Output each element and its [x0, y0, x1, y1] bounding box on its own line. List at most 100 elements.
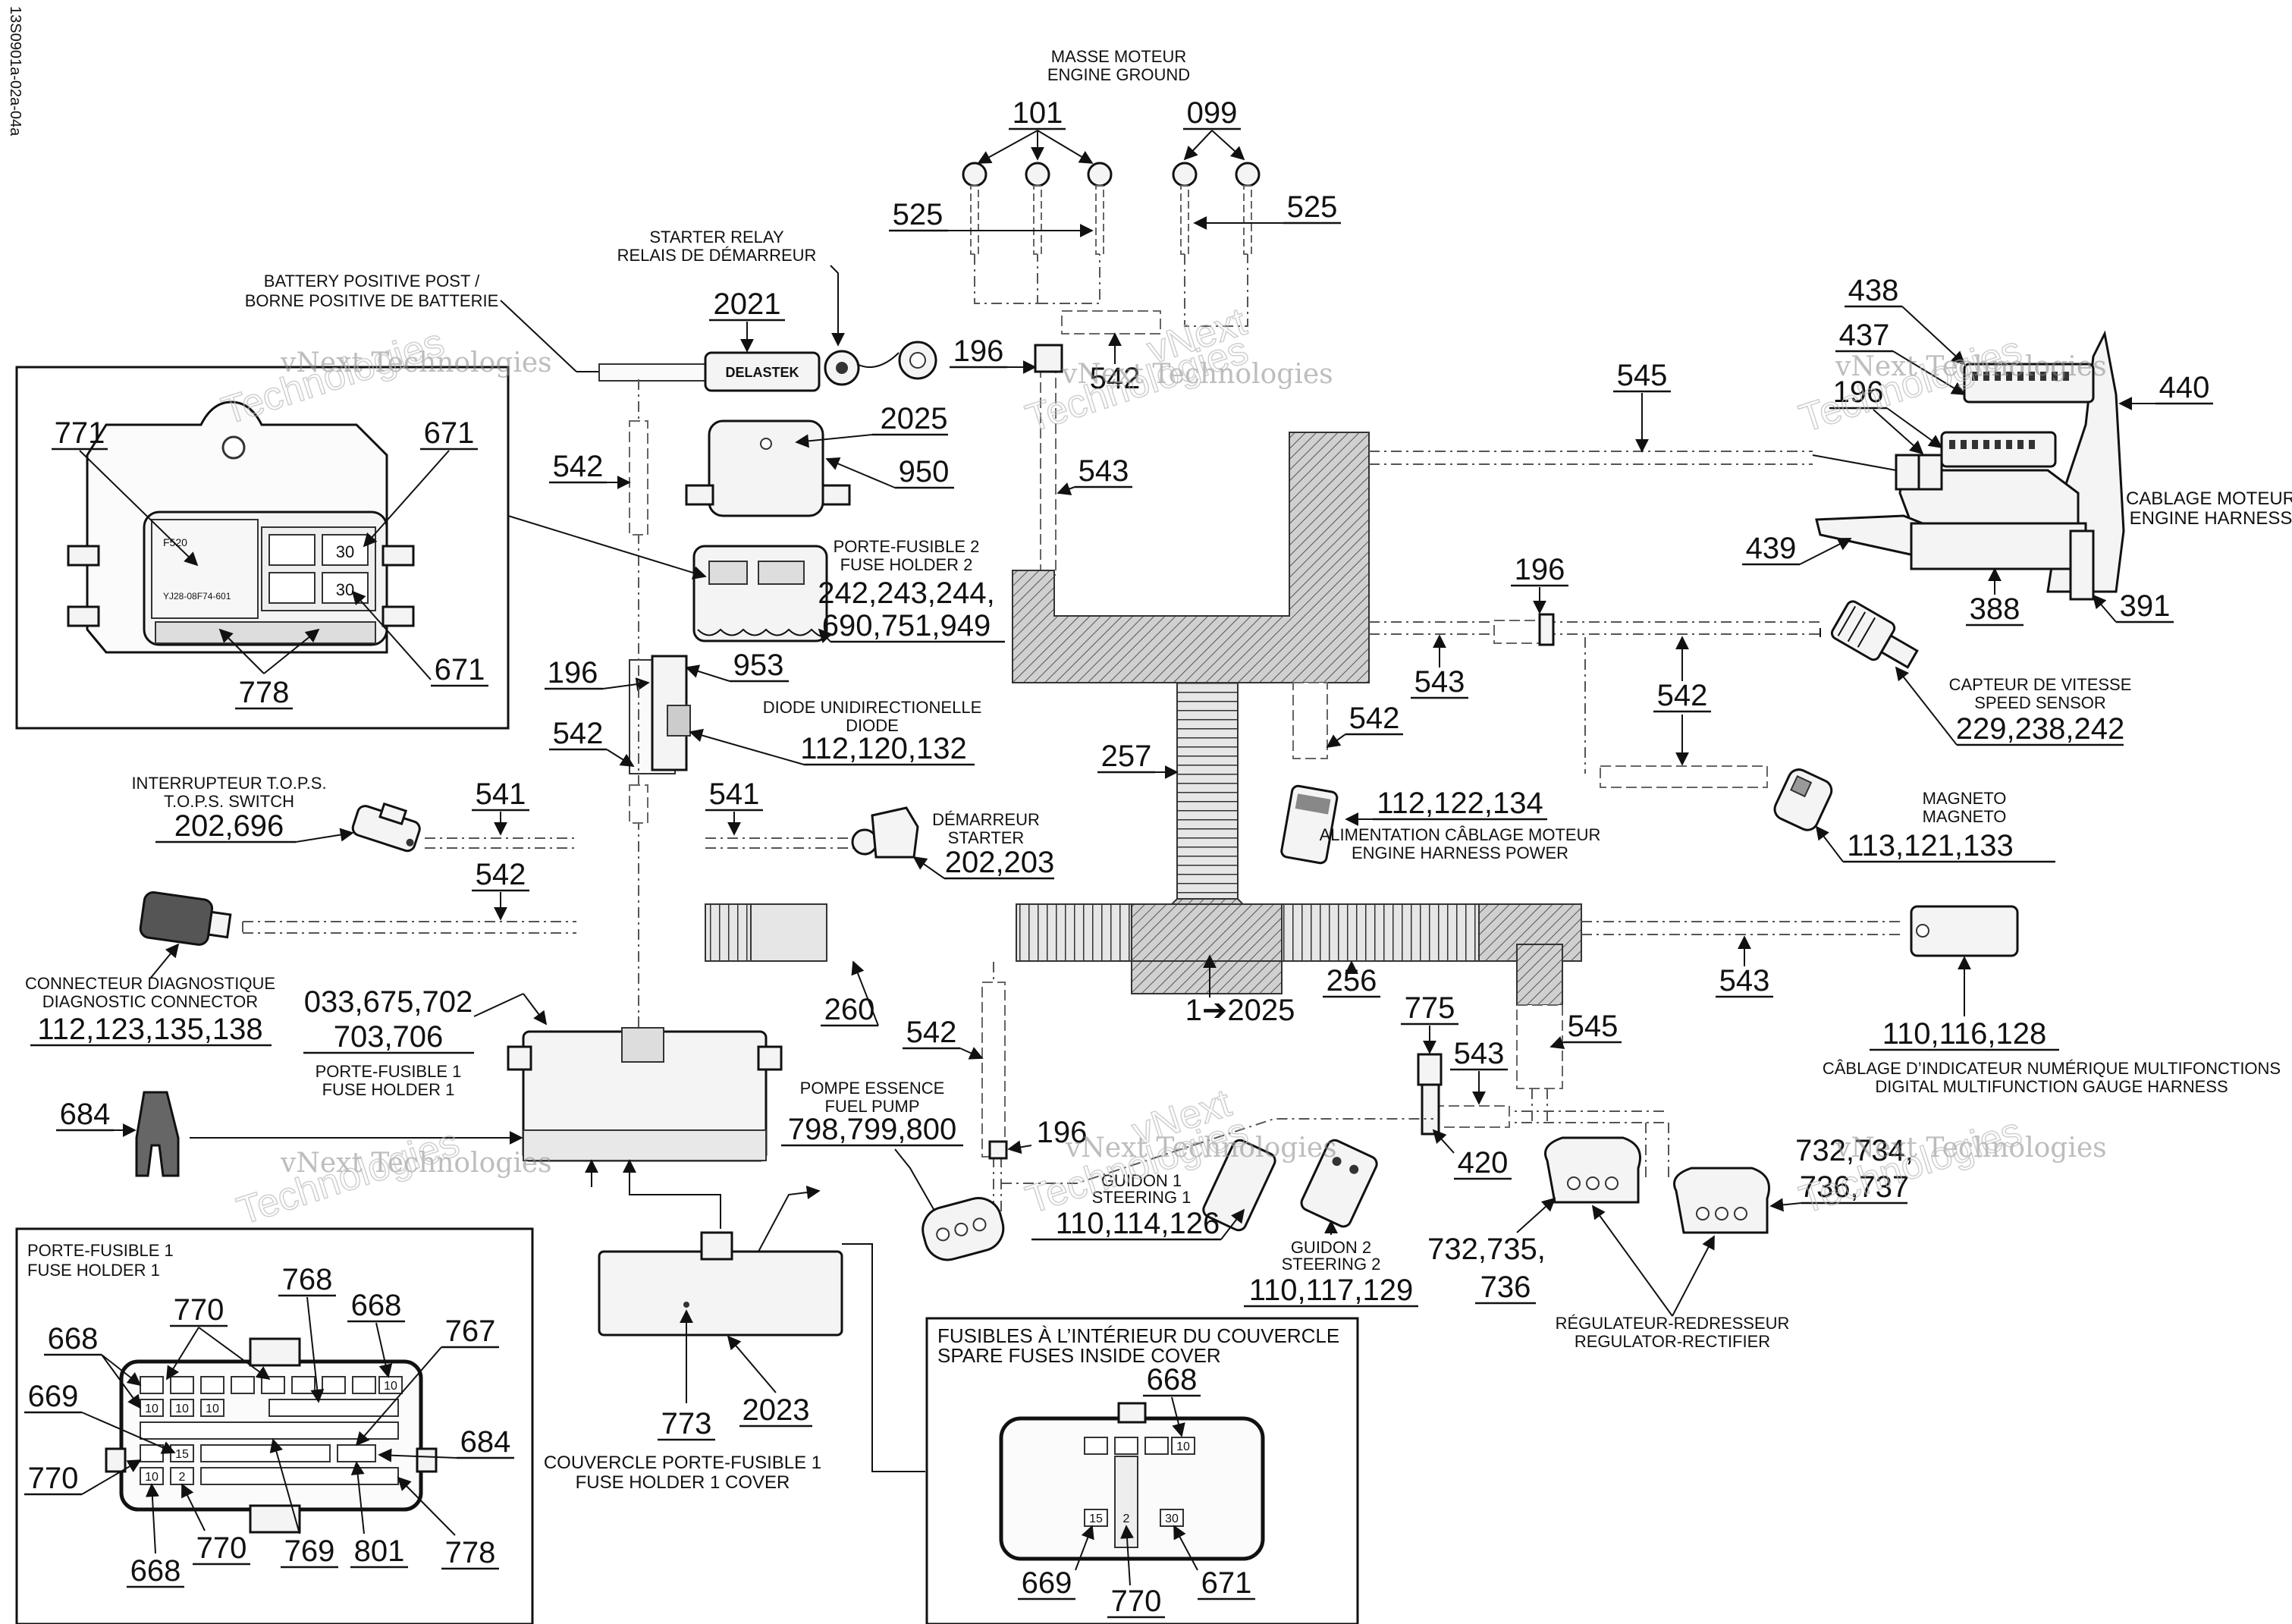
spare-fuses-box: FUSIBLES À L’INTÉRIEUR DU COUVERCLE SPAR…: [925, 1317, 1359, 1624]
callout-767: 767: [445, 1315, 496, 1348]
fuse-holder-2-caption-en: FUSE HOLDER 2: [840, 555, 973, 574]
regulator-connector-right: [1673, 1167, 1770, 1234]
callout-542-magneto: 542: [1657, 679, 1708, 712]
diode-caption-en: DIODE: [846, 716, 899, 735]
svg-text:YJ28-08F74-601: YJ28-08F74-601: [163, 591, 231, 602]
callout-771: 771: [55, 416, 105, 450]
main-harness: 196 542 543 257 260 1➔2025 256: [243, 332, 1904, 1229]
fuse-label-2: 2: [179, 1471, 186, 1484]
steering-1-numbers: 110,114,126: [1056, 1207, 1220, 1240]
tops-switch-caption-en: T.O.P.S. SWITCH: [164, 792, 294, 811]
callout-668-spare: 668: [1147, 1363, 1198, 1396]
callout-953: 953: [733, 649, 784, 682]
gauge-harness-numbers: 110,116,128: [1882, 1017, 2047, 1051]
callout-543-gauge: 543: [1719, 964, 1770, 997]
fuel-pump-numbers: 798,799,800: [788, 1113, 956, 1146]
corrugated-tube-257: [1176, 682, 1239, 900]
callout-542-relay: 542: [1090, 362, 1141, 395]
callout-420: 420: [1458, 1146, 1509, 1180]
callout-542-diag: 542: [476, 858, 526, 891]
corrugated-tube-left: [1016, 903, 1132, 962]
fuse-holder-2-numbers-1: 242,243,244,: [818, 576, 995, 610]
callout-801: 801: [354, 1534, 405, 1568]
callout-542-upper: 542: [553, 450, 604, 483]
starter-numbers: 202,203: [945, 846, 1055, 879]
delastek-label: DELASTEK: [725, 365, 799, 380]
callout-668-left: 668: [48, 1322, 99, 1355]
battery-post-caption-en: BATTERY POSITIVE POST /: [264, 272, 480, 291]
fuse-label-30-bottom: 30: [336, 580, 354, 599]
engine-harness-caption-fr: CABLAGE MOTEUR: [2126, 488, 2292, 509]
callout-438: 438: [1848, 274, 1899, 307]
regulator-numbers-right-1: 732,734,: [1795, 1134, 1914, 1167]
diode-caption-fr: DIODE UNIDIRECTIONELLE: [763, 698, 982, 717]
engine-ground-caption-fr: MASSE MOTEUR: [1051, 47, 1186, 66]
callout-440: 440: [2159, 371, 2210, 404]
callout-778-detail: 778: [239, 676, 290, 709]
callout-671-spare: 671: [1201, 1566, 1252, 1600]
left-connectors: INTERRUPTEUR T.O.P.S. T.O.P.S. SWITCH 20…: [25, 774, 1914, 1351]
fuse-holder-1-cover: [598, 1250, 843, 1337]
watermark-6: vNext Technologies: [1835, 1132, 2107, 1164]
fuse-label-10-c: 10: [206, 1403, 219, 1415]
callout-099: 099: [1187, 96, 1238, 130]
fuse-holder-1-detail-box: PORTE-FUSIBLE 1 FUSE HOLDER 1 10 10 10 1…: [15, 1227, 534, 1624]
starter-connector: [851, 806, 919, 859]
watermark-4: vNext Technologies: [280, 1148, 552, 1179]
engine-harness-group: 438 437 196 440 CABLAGE MOTEUR ENGINE HA…: [1280, 274, 2292, 1096]
battery-post-caption-fr: BORNE POSITIVE DE BATTERIE: [245, 291, 499, 310]
magneto-caption-fr: MAGNETO: [1923, 789, 2007, 808]
callout-669-spare: 669: [1022, 1566, 1072, 1600]
starter-caption-fr: DÉMARREUR: [932, 810, 1040, 829]
steering-2-numbers: 110,117,129: [1249, 1274, 1414, 1307]
fuel-pump-caption-fr: POMPE ESSENCE: [800, 1079, 945, 1098]
ring-terminals: [962, 162, 1261, 255]
fuse-holder-2-numbers-2: 690,751,949: [822, 609, 991, 642]
callout-196-relay: 196: [953, 335, 1004, 368]
callout-2023: 2023: [743, 1393, 810, 1427]
callout-668-top: 668: [351, 1289, 402, 1322]
tops-switch-connector: [351, 802, 421, 853]
callout-256: 256: [1327, 964, 1377, 997]
callout-768: 768: [282, 1263, 333, 1296]
diag-connector-numbers: 112,123,135,138: [37, 1013, 262, 1046]
tops-switch-numbers: 202,696: [174, 809, 284, 843]
engine-ground-group: MASSE MOTEUR ENGINE GROUND 101 099 525 5…: [889, 47, 1341, 335]
engine-harness-caption-en: ENGINE HARNESS: [2130, 508, 2292, 529]
spare-fuses-caption-fr: FUSIBLES À L’INTÉRIEUR DU COUVERCLE: [937, 1324, 1339, 1347]
fuse-holder-2-cover: [708, 419, 824, 517]
ring-terminal-icon: [1087, 162, 1113, 187]
callout-545-bottom: 545: [1568, 1010, 1619, 1043]
svg-text:F520: F520: [163, 536, 187, 548]
callout-543-harness: 543: [1414, 665, 1465, 699]
watermark-2: vNext Technologies: [1061, 359, 1333, 390]
callout-684-detail: 684: [460, 1425, 511, 1459]
connector-196-right: [1940, 431, 2057, 468]
callout-542-pump: 542: [906, 1016, 957, 1049]
fuse-cover-caption-fr: COUVERCLE PORTE-FUSIBLE 1: [544, 1453, 821, 1473]
magneto-numbers: 113,121,133: [1847, 829, 2013, 862]
callout-101: 101: [1013, 96, 1063, 130]
fuse-holder-2-caption-fr: PORTE-FUSIBLE 2: [834, 537, 980, 556]
corrugated-tube-256: [1281, 903, 1480, 962]
connector-391: [2069, 529, 2095, 601]
diag-connector-caption-fr: CONNECTEUR DIAGNOSTIQUE: [25, 974, 275, 993]
steering-2-caption-en: STEERING 2: [1282, 1255, 1381, 1274]
callout-543-bottom: 543: [1454, 1037, 1505, 1070]
watermark-5: vNext Technologies: [1065, 1132, 1337, 1164]
magneto-caption-en: MAGNETO: [1923, 807, 2007, 826]
fuse-holder-1-numbers-2: 703,706: [334, 1020, 444, 1054]
callout-668-bottom: 668: [130, 1554, 181, 1588]
ring-terminal-icon: [1235, 162, 1261, 187]
fuse-label-10-b: 10: [175, 1403, 189, 1415]
fuse-label-30-top: 30: [336, 542, 354, 561]
callout-950: 950: [899, 455, 950, 488]
gauge-harness-connector: [1910, 905, 2019, 957]
callout-196-harness: 196: [1515, 553, 1565, 586]
engine-harness-power-connector: [1280, 784, 1339, 865]
fuse-holder-2-base: [692, 545, 828, 642]
regulator-numbers-left-2: 736: [1480, 1271, 1531, 1304]
fuse-cover-caption-en: FUSE HOLDER 1 COVER: [576, 1472, 790, 1493]
callout-391: 391: [2120, 589, 2171, 623]
diode-numbers: 112,120,132: [800, 732, 966, 765]
